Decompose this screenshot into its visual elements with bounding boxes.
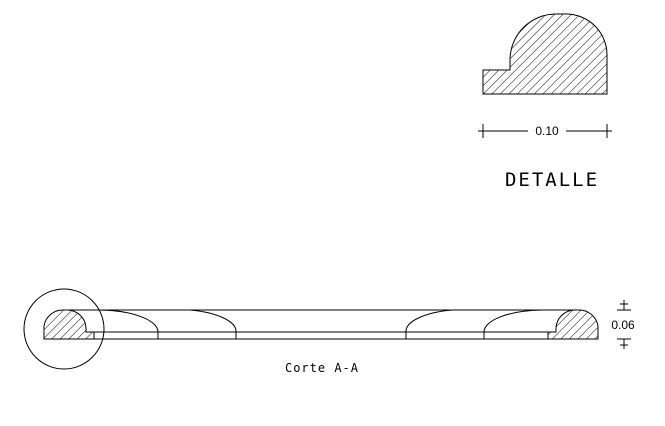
- section-view: 0.06 Corte A-A: [23, 288, 635, 375]
- section-height-dimension: 0.06: [611, 300, 635, 349]
- detail-view: 0.10 DETALLE: [478, 13, 612, 191]
- detail-width-value: 0.10: [535, 124, 559, 138]
- detail-callout-circle: [23, 288, 105, 370]
- detail-width-dimension: 0.10: [478, 124, 612, 138]
- section-right-profile: [547, 309, 599, 340]
- detail-profile: [482, 13, 608, 95]
- section-left-profile: [43, 309, 95, 340]
- detail-title: DETALLE: [505, 169, 599, 191]
- section-caption: Corte A-A: [285, 361, 359, 375]
- section-height-value: 0.06: [611, 318, 635, 332]
